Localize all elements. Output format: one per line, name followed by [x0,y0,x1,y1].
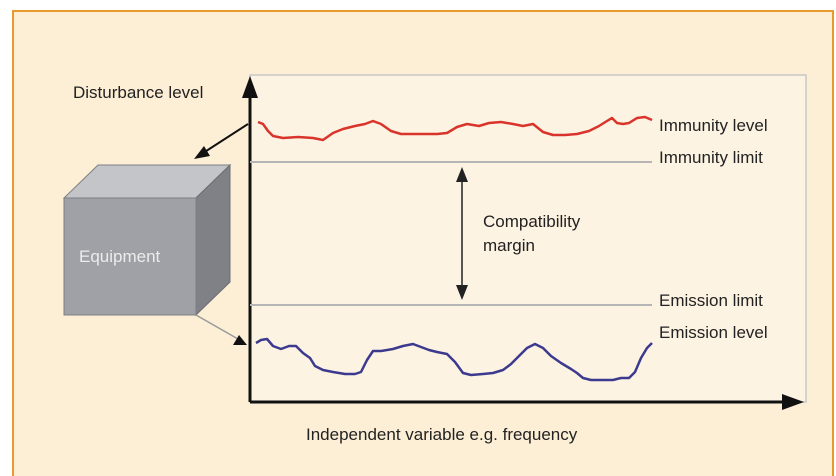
emission-connector-line [195,314,239,340]
y-axis-arrowhead [242,76,258,98]
x-axis-arrowhead [782,394,804,410]
immunity-level-label: Immunity level [659,116,768,135]
immunity-connector-arrowhead [194,146,210,159]
immunity-level-curve [257,115,653,142]
x-axis-label: Independent variable e.g. frequency [306,425,578,444]
emission-limit-label: Emission limit [659,291,763,310]
compatibility-margin-label-line2: margin [483,236,535,255]
emission-level-label: Emission level [659,323,768,342]
immunity-limit-label: Immunity limit [659,148,763,167]
immunity-connector-arrow [199,123,249,156]
emission-connector-arrowhead [233,335,247,345]
compatibility-margin-label-line1: Compatibility [483,212,581,231]
equipment-label: Equipment [79,247,161,266]
margin-arrow-bottom [456,285,468,300]
emission-level-curve [255,337,653,382]
y-axis-label: Disturbance level [73,83,204,102]
margin-arrow-top [456,167,468,182]
equipment-box [62,163,232,317]
